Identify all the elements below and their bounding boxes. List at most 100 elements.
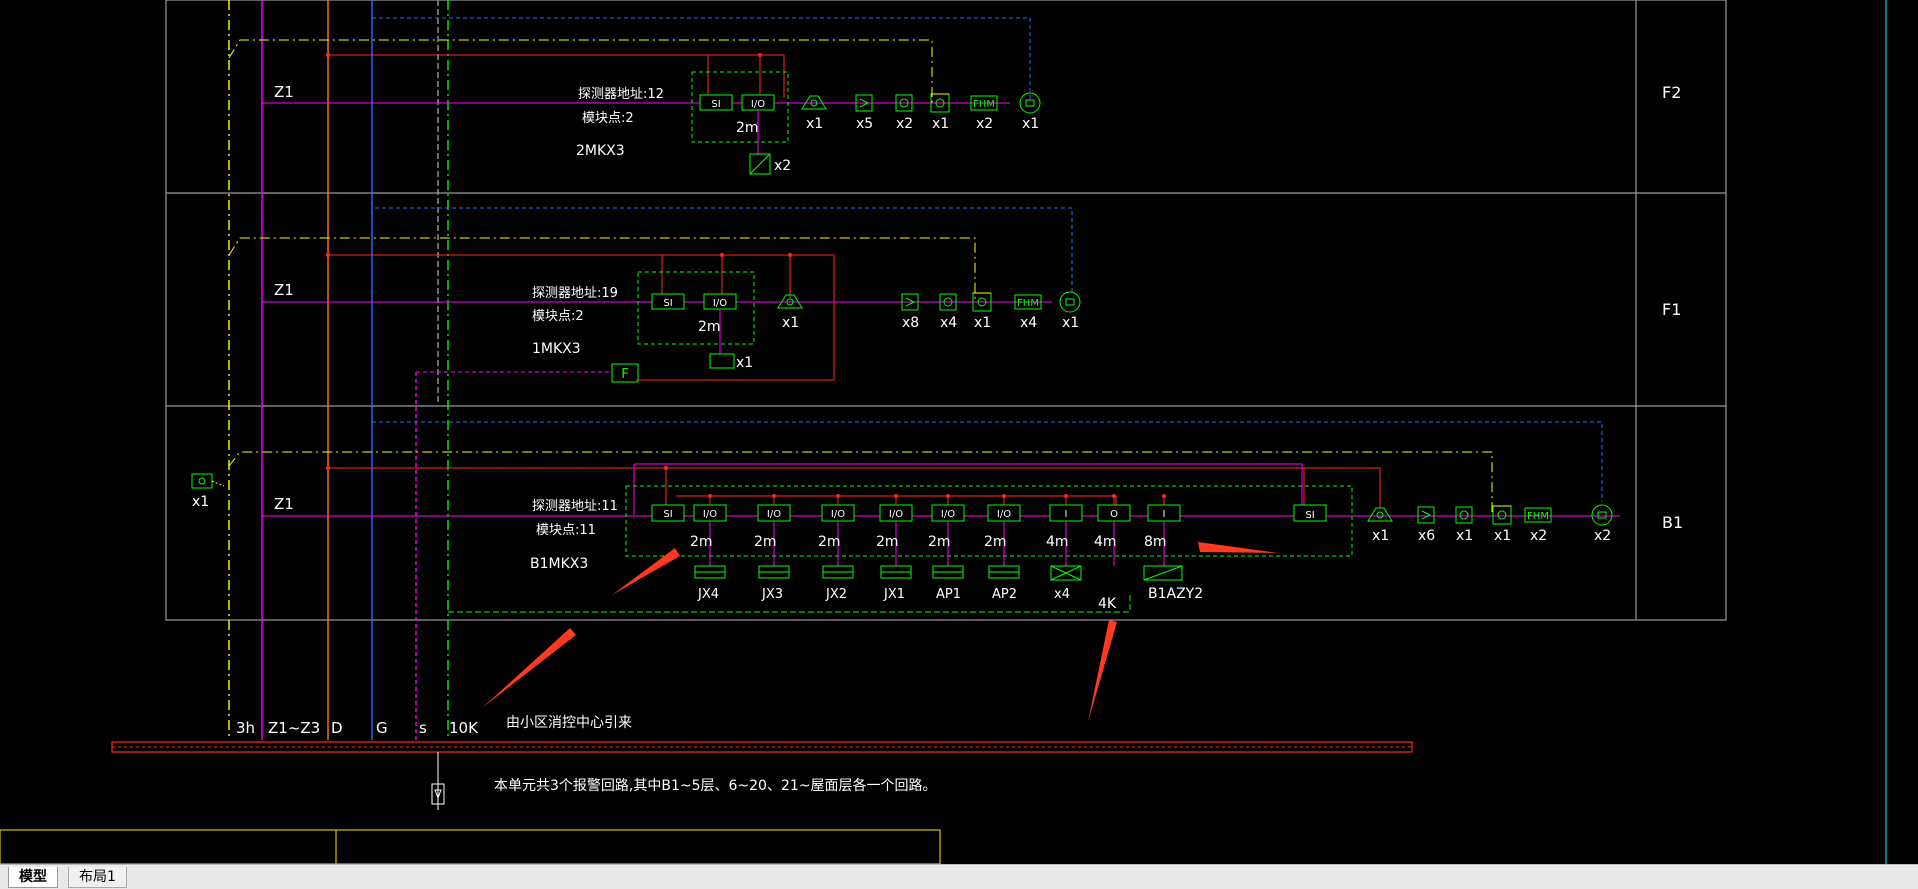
cad-drawing-canvas[interactable]: 3h Z1~Z3 D G s 10K 由小区消控中心引来 本单元共3个报警回路,… bbox=[0, 0, 1918, 865]
device-count: x1 bbox=[1062, 315, 1079, 331]
b1-module-length: 2m bbox=[928, 534, 951, 550]
b1-module-length: 2m bbox=[818, 534, 841, 550]
b1-target-label: AP2 bbox=[992, 587, 1017, 602]
svg-text:FHM: FHM bbox=[973, 99, 995, 110]
cable-4k-label: 4K bbox=[1098, 596, 1117, 612]
horn-strobe-icon bbox=[777, 294, 803, 309]
b1-module-label: I/O bbox=[703, 509, 717, 520]
b1-module-length: 4m bbox=[1094, 534, 1117, 550]
box-label-f2: 2MKX3 bbox=[576, 143, 625, 159]
device-count: x1 bbox=[932, 116, 949, 132]
floor-f2-row: Z1 探测器地址:12 模块点:2 2MKX3 SI I/O 2m x2 bbox=[228, 17, 1031, 175]
device-count: x1 bbox=[1494, 528, 1511, 544]
device-count: x2 bbox=[1594, 528, 1611, 544]
left-device-count-b1: x1 bbox=[192, 494, 209, 510]
module-pts-f1: 模块点:2 bbox=[532, 309, 584, 324]
floor-f1-row: Z1 探测器地址:19 模块点:2 1MKX3 SI I/O 2m x1 F bbox=[228, 207, 1073, 383]
b1-module-label: I/O bbox=[889, 509, 903, 520]
detector-addr-f2: 探测器地址:12 bbox=[578, 87, 664, 102]
device-count: x2 bbox=[1530, 528, 1547, 544]
device-count: x4 bbox=[1020, 315, 1037, 331]
io-device-icon bbox=[709, 353, 735, 369]
smoke-detector-icon bbox=[895, 94, 913, 112]
b1-target-label: JX2 bbox=[825, 587, 847, 602]
fhm-hydrant-button-icon: FHM bbox=[1524, 507, 1552, 523]
fire-bell-icon bbox=[1019, 92, 1041, 114]
arrow-annotation-4 bbox=[482, 628, 576, 708]
module-box-f1 bbox=[637, 271, 755, 345]
heat-detector-icon bbox=[1492, 505, 1512, 525]
floor-name-f2: F2 bbox=[1662, 83, 1681, 102]
b1-module-length: 2m bbox=[876, 534, 899, 550]
horn-strobe-icon bbox=[1367, 507, 1393, 522]
flow-switch-icon bbox=[855, 94, 873, 112]
floor-name-b1: B1 bbox=[1662, 513, 1683, 532]
b1-target-label: AP1 bbox=[936, 587, 961, 602]
b1-target-label: JX1 bbox=[883, 587, 905, 602]
ground-terminal-icon bbox=[431, 783, 445, 805]
b1-module-length: 4m bbox=[1046, 534, 1069, 550]
bus-label-g: G bbox=[376, 719, 388, 737]
device-count: x2 bbox=[976, 116, 993, 132]
b1-module-label: SI bbox=[663, 509, 672, 520]
svg-text:SI: SI bbox=[1305, 510, 1314, 521]
b1-module-label: I/O bbox=[767, 509, 781, 520]
b1-module bbox=[651, 504, 685, 522]
fhm-hydrant-button-icon: FHM bbox=[1014, 294, 1042, 310]
layout-tab-bar: 模型 布局1 bbox=[0, 864, 1918, 889]
fire-bell-icon bbox=[1591, 504, 1613, 526]
module-box-b1 bbox=[625, 485, 1353, 557]
tab-layout1[interactable]: 布局1 bbox=[68, 867, 127, 888]
b1-target-label: x4 bbox=[1054, 587, 1070, 602]
device-count: x1 bbox=[782, 315, 799, 331]
b1-module-label: O bbox=[1110, 509, 1118, 520]
flow-switch-icon bbox=[901, 293, 919, 311]
fire-bell-icon bbox=[1059, 291, 1081, 313]
from-center-label: 由小区消控中心引来 bbox=[506, 715, 632, 731]
device-count: x2 bbox=[896, 116, 913, 132]
drawing-frame bbox=[0, 0, 1887, 865]
valve-icon bbox=[1050, 565, 1082, 581]
io-device-icon bbox=[749, 153, 771, 175]
control-box-icon bbox=[1143, 565, 1183, 581]
loop-label-f2: Z1 bbox=[274, 83, 294, 101]
loop-label-f1: Z1 bbox=[274, 281, 294, 299]
device-count: x5 bbox=[856, 116, 873, 132]
smoke-detector-icon bbox=[1455, 506, 1473, 524]
module-pts-b1: 模块点:11 bbox=[536, 523, 596, 538]
bus-label-d: D bbox=[331, 719, 343, 737]
fire-alarm-riser-diagram: 3h Z1~Z3 D G s 10K 由小区消控中心引来 本单元共3个报警回路,… bbox=[0, 0, 1887, 865]
svg-text:SI: SI bbox=[663, 298, 672, 309]
fhm-hydrant-button-icon: FHM bbox=[970, 95, 998, 111]
device-count: x8 bbox=[902, 315, 919, 331]
flow-switch-icon bbox=[1417, 506, 1435, 524]
annotation-arrows bbox=[482, 542, 1278, 722]
device-count: x1 bbox=[806, 116, 823, 132]
bus-label-s: s bbox=[419, 719, 427, 737]
b1-module-label: I bbox=[1163, 509, 1166, 520]
b1-module-length: 2m bbox=[754, 534, 777, 550]
io-length-f1: 2m bbox=[698, 319, 721, 335]
left-speaker-icon bbox=[191, 473, 213, 489]
si-module-b1-right bbox=[1293, 504, 1327, 522]
b1-module-label: I/O bbox=[831, 509, 845, 520]
svg-text:I/O: I/O bbox=[751, 99, 765, 110]
detector-addr-b1: 探测器地址:11 bbox=[532, 499, 618, 514]
module-pts-f2: 模块点:2 bbox=[582, 111, 634, 126]
io-length-f2: 2m bbox=[736, 120, 759, 136]
arrow-annotation-2 bbox=[1198, 542, 1278, 553]
panel-f-box bbox=[611, 363, 639, 383]
vertical-risers bbox=[228, 0, 449, 740]
b1-module-length: 2m bbox=[984, 534, 1007, 550]
bus-label-10k: 10K bbox=[449, 719, 479, 737]
bus-labels: 3h Z1~Z3 D G s 10K 由小区消控中心引来 本单元共3个报警回路,… bbox=[236, 715, 937, 794]
device-count: x6 bbox=[1418, 528, 1435, 544]
device-count: x1 bbox=[1372, 528, 1389, 544]
svg-text:FHM: FHM bbox=[1527, 511, 1549, 522]
tab-model[interactable]: 模型 bbox=[8, 867, 58, 888]
svg-text:FHM: FHM bbox=[1017, 298, 1039, 309]
b1-target-label: B1AZY2 bbox=[1148, 586, 1203, 602]
device-count: x1 bbox=[974, 315, 991, 331]
